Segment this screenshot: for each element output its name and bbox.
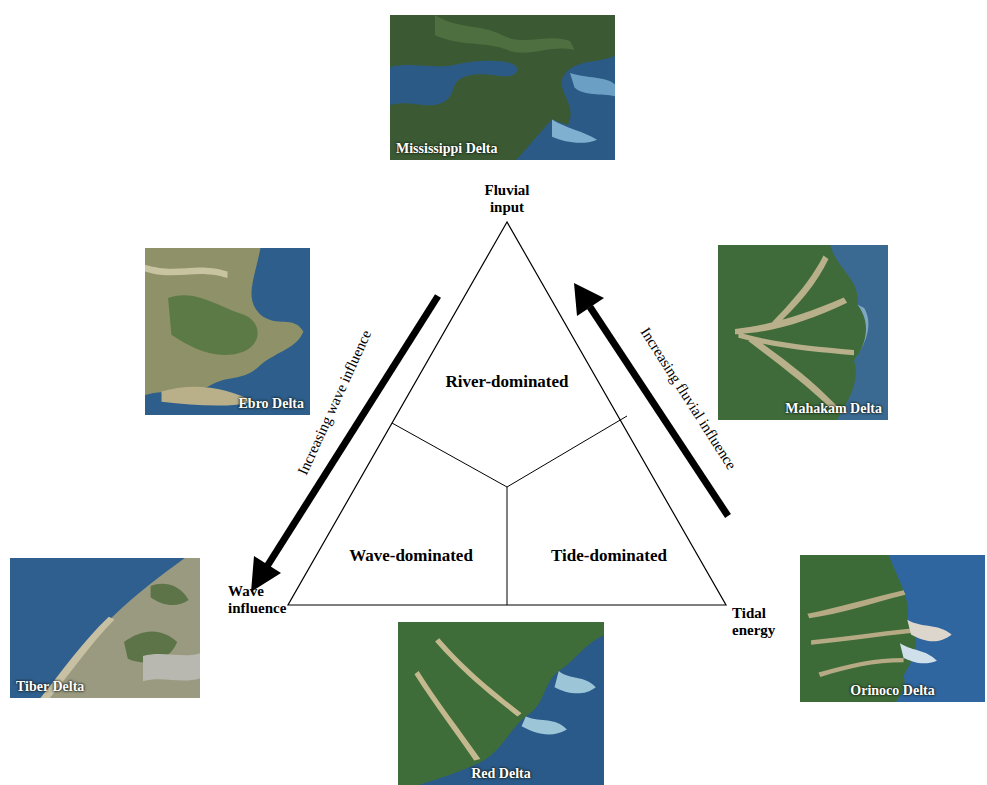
axis-label: River-dominated: [417, 372, 597, 392]
satellite-image: [10, 558, 200, 698]
photo-caption: Mississippi Delta: [396, 141, 498, 156]
axis-label: Fluvial input: [472, 182, 542, 217]
region-divider: [507, 416, 627, 487]
fluvial-arrow: [574, 283, 728, 516]
photo-caption: Orinoco Delta: [850, 683, 934, 698]
satellite-image: [718, 245, 888, 420]
region-divider: [392, 423, 507, 487]
satellite-image: [398, 622, 604, 785]
axis-label: Tide-dominated: [519, 546, 699, 566]
photo-caption: Tiber Delta: [16, 679, 84, 694]
delta-photo: Red Delta: [398, 622, 604, 785]
photo-caption: Red Delta: [471, 766, 531, 781]
photo-caption: Ebro Delta: [239, 396, 304, 411]
delta-photo: Orinoco Delta: [800, 555, 985, 702]
axis-label: Wave influence: [228, 583, 300, 618]
delta-photo: Mahakam Delta: [718, 245, 888, 420]
delta-photo: Tiber Delta: [10, 558, 200, 698]
satellite-image: [145, 248, 310, 415]
photo-caption: Mahakam Delta: [785, 401, 882, 416]
axis-label: Tidal energy: [732, 605, 792, 640]
satellite-image: [390, 15, 615, 160]
delta-photo: Ebro Delta: [145, 248, 310, 415]
region-divider: [507, 487, 508, 605]
axis-label: Wave-dominated: [321, 546, 501, 566]
satellite-image: [800, 555, 985, 702]
delta-photo: Mississippi Delta: [390, 15, 615, 160]
